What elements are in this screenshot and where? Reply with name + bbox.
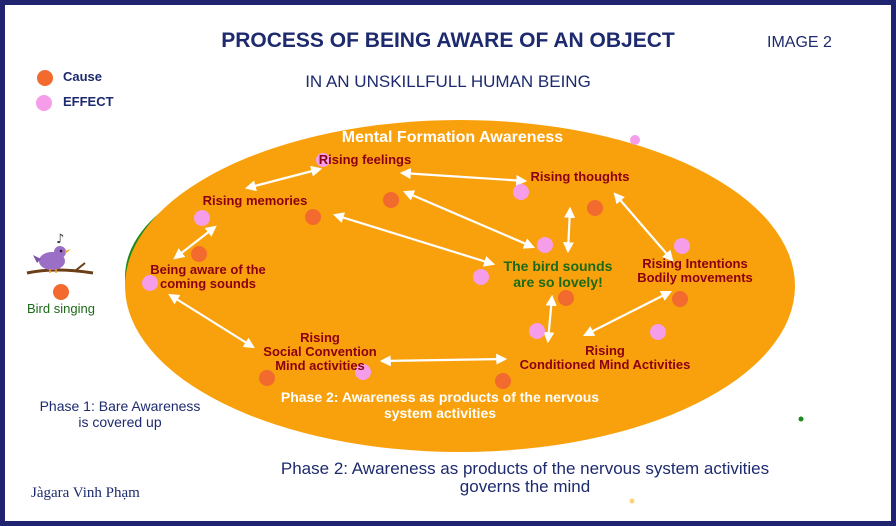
node-rising-memories: Rising memories (202, 193, 308, 208)
node-intentions-line1: Rising Intentions (642, 256, 748, 271)
page-title: PROCESS OF BEING AWARE OF AN OBJECT (221, 29, 675, 52)
author-signature: Jàgara Vinh Phạm (31, 485, 140, 501)
arrow-birdsounds-conditioned (543, 294, 557, 344)
node-being-aware-line1: Being aware of the (150, 262, 266, 277)
image-label: IMAGE 2 (767, 34, 832, 51)
node-bird-sounds-line2: are so lovely! (513, 274, 603, 290)
phase2-ellipse-line1: Phase 2: Awareness as products of the ne… (280, 389, 600, 405)
node-conditioned-line2: Conditioned Mind Activities (519, 357, 691, 372)
node-social-line2: Social Convention (263, 344, 377, 359)
phase2-caption-line2: governs the mind (459, 477, 591, 496)
cause-dot-thoughts (587, 200, 603, 216)
page-subtitle: IN AN UNSKILLFULL HUMAN BEING (305, 72, 591, 91)
arrow-sounds-social (168, 293, 255, 349)
effect-dot-feelings (316, 153, 330, 167)
node-conditioned-line1: Rising (585, 343, 625, 358)
node-being-aware-line2: coming sounds (159, 276, 257, 291)
phase2-bottom-caption: Phase 2: Awareness as products of the ne… (205, 460, 845, 496)
cause-dot-conditioned (495, 373, 511, 389)
node-bird-sounds-line1: The bird sounds (503, 258, 613, 274)
effect-dot-birdsounds-b (473, 269, 489, 285)
arrow-feelings-thoughts (399, 168, 528, 186)
effect-dot-social (355, 364, 371, 380)
legend-effect-dot (36, 95, 52, 111)
arrow-feelings-birdsounds (402, 190, 536, 249)
cause-dot-intentions (672, 291, 688, 307)
phase1-caption: Phase 1: Bare Awareness is covered up (20, 398, 220, 430)
legend-cause-label: Cause (63, 69, 103, 84)
effect-dot-thoughts-top (630, 135, 640, 145)
node-conditioned-mind: Rising Conditioned Mind Activities (495, 344, 715, 372)
ellipse-header: Mental Formation Awareness (341, 129, 564, 146)
effect-dot-intentions (674, 238, 690, 254)
phase2-ellipse-caption: Phase 2: Awareness as products of the ne… (235, 389, 645, 421)
arrow-thoughts-birdsounds (562, 206, 576, 254)
bird-on-branch-icon: ♪ (26, 232, 94, 275)
bird-singing-label: Bird singing (27, 301, 95, 316)
node-rising-feelings: Rising feelings (318, 152, 412, 167)
legend-cause-dot (37, 70, 53, 86)
arrow-sounds-memories (173, 225, 217, 260)
effect-dot-birdsounds-a (537, 237, 553, 253)
cause-dot-memories (305, 209, 321, 225)
effect-dot-thoughts (513, 184, 529, 200)
node-social-convention: Rising Social Convention Mind activities (245, 331, 395, 373)
effect-dot-memories (194, 210, 210, 226)
phase1-line1: Phase 1: Bare Awareness (39, 398, 201, 414)
effect-dot-conditioned (529, 323, 545, 339)
arrow-thoughts-intentions (613, 192, 674, 262)
arrow-social-conditioned (379, 353, 508, 367)
cause-dot-birdsounds (558, 290, 574, 306)
phase1-line2: is covered up (78, 414, 162, 430)
node-being-aware: Being aware of the coming sounds (133, 263, 283, 291)
node-intentions-line2: Bodily movements (637, 270, 753, 285)
legend-effect-label: EFFECT (63, 94, 114, 109)
cause-dot-bird (53, 284, 69, 300)
arrow-conditioned-intentions (583, 291, 672, 336)
cause-dot-sounds (191, 246, 207, 262)
phase2-ellipse-line2: system activities (383, 405, 497, 421)
arrow-memories-feelings (244, 165, 323, 192)
phase2-caption-line1: Phase 2: Awareness as products of the ne… (280, 459, 770, 478)
node-intentions: Rising Intentions Bodily movements (620, 257, 770, 285)
node-rising-thoughts: Rising thoughts (530, 169, 630, 184)
effect-dot-intentions-low (650, 324, 666, 340)
cause-dot-feelings (383, 192, 399, 208)
effect-dot-sounds (142, 275, 158, 291)
node-social-line1: Rising (300, 330, 340, 345)
diagram-canvas: ♪ (26, 70, 804, 504)
cause-dot-social (259, 370, 275, 386)
decor-dot-yellow (629, 498, 635, 504)
svg-text:♪: ♪ (56, 232, 64, 247)
node-bird-sounds: The bird sounds are so lovely! (483, 258, 633, 290)
decor-dot-green (798, 416, 804, 422)
node-social-line3: Mind activities (275, 358, 365, 373)
